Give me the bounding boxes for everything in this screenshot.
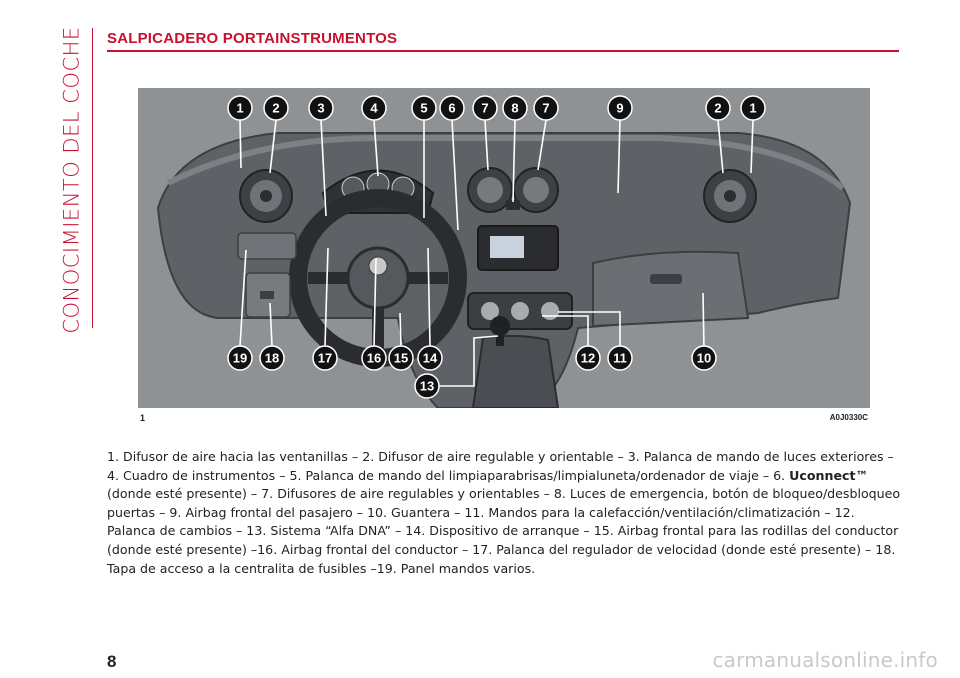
- callout-6: 6: [439, 95, 465, 121]
- callout-2-right: 2: [705, 95, 731, 121]
- watermark: carmanualsonline.info: [712, 648, 938, 672]
- callout-19: 19: [227, 345, 253, 371]
- callout-3: 3: [308, 95, 334, 121]
- title-rule: [107, 50, 899, 52]
- figure-code: A0J0330C: [829, 413, 868, 422]
- svg-text:18: 18: [265, 351, 279, 366]
- callout-9: 9: [607, 95, 633, 121]
- svg-text:6: 6: [448, 101, 455, 116]
- svg-text:9: 9: [616, 101, 623, 116]
- caption-uconnect: Uconnect™: [789, 467, 869, 483]
- callout-12: 12: [575, 345, 601, 371]
- svg-text:5: 5: [420, 101, 427, 116]
- svg-text:7: 7: [481, 101, 488, 116]
- dashboard-illustration: 1 2 3 4 5 6 7 8 7 9 2 1 19 18 17 16 15 1…: [138, 88, 870, 408]
- page-title: SALPICADERO PORTAINSTRUMENTOS: [107, 30, 398, 47]
- svg-text:3: 3: [317, 101, 324, 116]
- callout-10: 10: [691, 345, 717, 371]
- svg-text:2: 2: [272, 101, 279, 116]
- svg-text:11: 11: [613, 351, 627, 366]
- side-section-title: CONOCIMIENTO DEL COCHE: [60, 26, 84, 334]
- caption-text-2: (donde esté presente) – 7. Difusores de …: [107, 486, 901, 576]
- side-rule: [92, 28, 93, 328]
- callout-11: 11: [607, 345, 633, 371]
- callout-5: 5: [411, 95, 437, 121]
- svg-text:17: 17: [318, 351, 332, 366]
- svg-text:1: 1: [236, 101, 243, 116]
- svg-text:16: 16: [367, 351, 381, 366]
- callout-1: 1: [227, 95, 253, 121]
- callout-13: 13: [414, 373, 440, 399]
- callout-18: 18: [259, 345, 285, 371]
- figure-caption: 1. Difusor de aire hacia las ventanillas…: [107, 448, 907, 578]
- figure-tag-left: 1: [140, 413, 146, 423]
- svg-text:4: 4: [370, 101, 378, 116]
- svg-text:14: 14: [423, 351, 438, 366]
- page-number: 8: [107, 652, 117, 671]
- svg-text:19: 19: [233, 351, 247, 366]
- callout-4: 4: [361, 95, 387, 121]
- svg-text:15: 15: [394, 351, 408, 366]
- callout-2: 2: [263, 95, 289, 121]
- callout-1-right: 1: [740, 95, 766, 121]
- callout-14: 14: [417, 345, 443, 371]
- callout-15: 15: [388, 345, 414, 371]
- svg-text:1: 1: [749, 101, 756, 116]
- callout-8: 8: [502, 95, 528, 121]
- caption-text-1: 1. Difusor de aire hacia las ventanillas…: [107, 449, 894, 483]
- svg-text:7: 7: [542, 101, 549, 116]
- callout-7b: 7: [533, 95, 559, 121]
- callout-7a: 7: [472, 95, 498, 121]
- svg-text:8: 8: [511, 101, 518, 116]
- callout-17: 17: [312, 345, 338, 371]
- svg-text:2: 2: [714, 101, 721, 116]
- svg-text:10: 10: [697, 351, 711, 366]
- svg-text:13: 13: [420, 379, 434, 394]
- callout-16: 16: [361, 345, 387, 371]
- svg-text:12: 12: [581, 351, 595, 366]
